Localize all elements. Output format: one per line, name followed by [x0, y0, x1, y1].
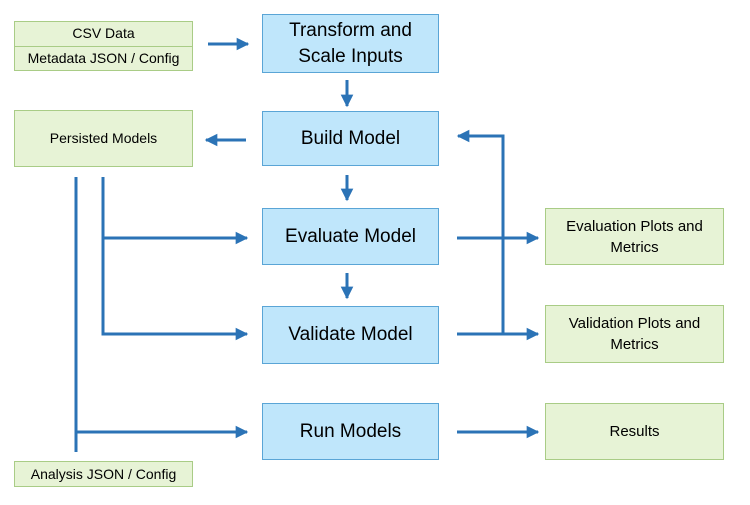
evaluate-model-step: Evaluate Model	[262, 208, 439, 265]
input-data-box: CSV Data Metadata JSON / Config	[14, 21, 193, 71]
validate-model-label: Validate Model	[288, 324, 413, 345]
analysis-config-box: Analysis JSON / Config	[14, 461, 193, 487]
results-output-label: Results	[609, 423, 660, 440]
arrow-feedback-to-build	[456, 129, 505, 334]
validate-model-step: Validate Model	[262, 306, 439, 364]
arrow-persisted-to-validate	[101, 238, 249, 341]
csv-data-label: CSV Data	[72, 25, 135, 42]
validation-output-label: Validation Plots and Metrics	[568, 315, 701, 353]
build-model-label: Build Model	[300, 127, 401, 149]
evaluate-model-label: Evaluate Model	[285, 225, 416, 247]
results-output-box: Results	[545, 403, 724, 460]
run-models-step: Run Models	[262, 403, 439, 460]
metadata-config-label: Metadata JSON / Config	[15, 45, 192, 71]
persisted-models-label: Persisted Models	[49, 130, 158, 146]
transform-step: Transform and Scale Inputs	[262, 14, 439, 73]
run-models-label: Run Models	[299, 420, 402, 442]
evaluation-output-box: Evaluation Plots and Metrics	[545, 208, 724, 265]
transform-step-label: Transform and Scale Inputs	[289, 19, 412, 67]
arrow-persisted-to-evaluate	[101, 177, 249, 245]
build-model-step: Build Model	[262, 111, 439, 166]
analysis-config-label: Analysis JSON / Config	[30, 465, 177, 482]
evaluation-output-label: Evaluation Plots and Metrics	[566, 217, 703, 256]
persisted-models-box: Persisted Models	[14, 110, 193, 167]
validation-output-box: Validation Plots and Metrics	[545, 305, 724, 363]
